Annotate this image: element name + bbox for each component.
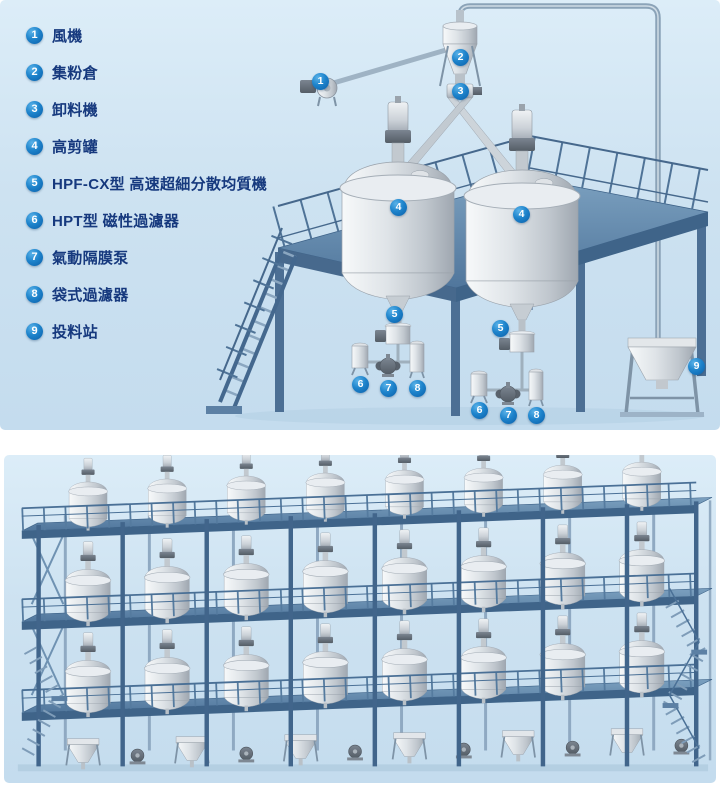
legend-badge-7: 7 bbox=[26, 249, 43, 266]
magnetic-filter-right bbox=[470, 373, 488, 397]
legend-label-4: 高剪罐 bbox=[52, 139, 98, 156]
bag-filter-left bbox=[409, 343, 425, 373]
legend-item-6: 6 HPT型 磁性過濾器 bbox=[26, 209, 267, 232]
legend-badge-5: 5 bbox=[26, 175, 43, 192]
callout-6-right: 6 bbox=[471, 402, 488, 419]
stair-tower-right bbox=[662, 587, 708, 764]
magnetic-filter-left bbox=[351, 345, 369, 369]
ground-equipment-row bbox=[65, 727, 690, 771]
bag-filter-right bbox=[528, 371, 544, 401]
pilot-line-panel: 1 風機 2 集粉倉 3 卸料機 4 高剪罐 5 HPF-CX型 高速超細分散均… bbox=[0, 0, 720, 430]
railing-level-1 bbox=[21, 481, 697, 531]
legend-label-8: 袋式過濾器 bbox=[52, 287, 129, 304]
legend-badge-9: 9 bbox=[26, 323, 43, 340]
factory-illustration bbox=[17, 455, 713, 772]
pilot-plant-illustration bbox=[206, 3, 712, 425]
floor-shadow bbox=[235, 407, 705, 425]
callout-3: 3 bbox=[452, 83, 469, 100]
railing-level-2 bbox=[21, 572, 697, 622]
callout-4-right: 4 bbox=[513, 206, 530, 223]
legend-badge-8: 8 bbox=[26, 286, 43, 303]
front-columns bbox=[36, 501, 699, 767]
callout-1: 1 bbox=[312, 73, 329, 90]
callout-7-left: 7 bbox=[380, 380, 397, 397]
factory-panel bbox=[4, 455, 716, 783]
stairs bbox=[206, 227, 298, 414]
legend-item-2: 2 集粉倉 bbox=[26, 61, 267, 84]
callout-5-left: 5 bbox=[386, 306, 403, 323]
callout-7-right: 7 bbox=[500, 407, 517, 424]
legend-item-9: 9 投料站 bbox=[26, 320, 267, 343]
under-tank-cluster-right bbox=[470, 330, 544, 407]
diaphragm-pump-right bbox=[495, 382, 521, 405]
homogenizer-left bbox=[385, 325, 411, 345]
legend-badge-3: 3 bbox=[26, 101, 43, 118]
homogenizer-right bbox=[509, 333, 535, 353]
legend-item-1: 1 風機 bbox=[26, 24, 267, 47]
legend-badge-1: 1 bbox=[26, 27, 43, 44]
legend-badge-6: 6 bbox=[26, 212, 43, 229]
railing-level-3 bbox=[21, 663, 697, 713]
legend-label-9: 投料站 bbox=[52, 324, 98, 341]
powder-bin-cyclone bbox=[439, 10, 481, 87]
diaphragm-pump-left bbox=[375, 354, 401, 377]
ground-shadow bbox=[17, 764, 709, 772]
legend-item-4: 4 高剪罐 bbox=[26, 135, 267, 158]
legend-item-3: 3 卸料機 bbox=[26, 98, 267, 121]
legend-item-7: 7 氣動隔膜泵 bbox=[26, 246, 267, 269]
callout-6-left: 6 bbox=[352, 376, 369, 393]
legend-label-1: 風機 bbox=[52, 28, 83, 45]
feeding-station bbox=[620, 337, 704, 417]
legend-label-7: 氣動隔膜泵 bbox=[52, 250, 129, 267]
under-tank-cluster-left bbox=[351, 322, 425, 379]
legend-label-2: 集粉倉 bbox=[52, 65, 98, 82]
stair-tower-left bbox=[21, 642, 68, 756]
legend-label-3: 卸料機 bbox=[52, 102, 98, 119]
callout-9: 9 bbox=[688, 358, 705, 375]
legend-badge-2: 2 bbox=[26, 64, 43, 81]
legend-item-5: 5 HPF-CX型 高速超細分散均質機 bbox=[26, 172, 267, 195]
legend-label-6: HPT型 磁性過濾器 bbox=[52, 213, 180, 230]
legend-label-5: HPF-CX型 高速超細分散均質機 bbox=[52, 176, 268, 193]
callout-4-left: 4 bbox=[390, 199, 407, 216]
callout-2: 2 bbox=[452, 49, 469, 66]
callout-8-right: 8 bbox=[528, 407, 545, 424]
legend: 1 風機 2 集粉倉 3 卸料機 4 高剪罐 5 HPF-CX型 高速超細分散均… bbox=[26, 24, 267, 343]
legend-badge-4: 4 bbox=[26, 138, 43, 155]
callout-5-right: 5 bbox=[492, 320, 509, 337]
legend-item-8: 8 袋式過濾器 bbox=[26, 283, 267, 306]
callout-8-left: 8 bbox=[409, 380, 426, 397]
